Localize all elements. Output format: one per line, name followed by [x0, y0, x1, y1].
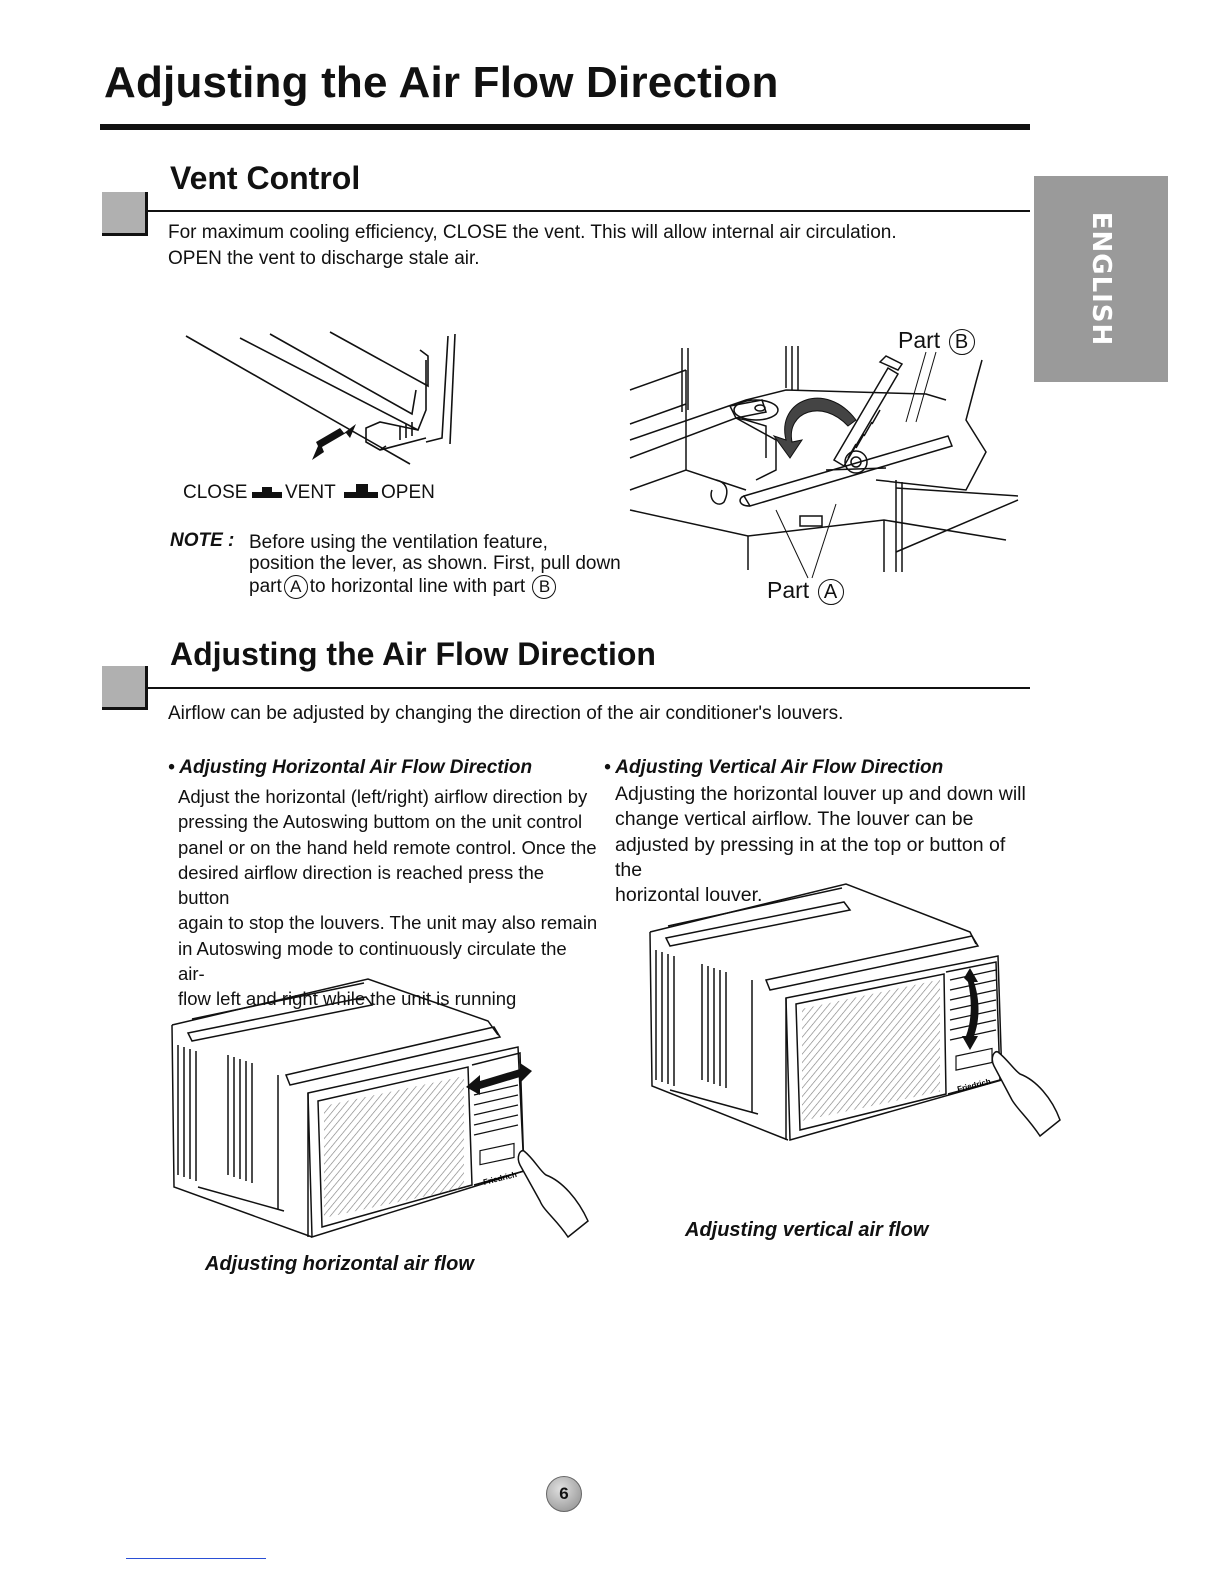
vent-lever-illustration	[180, 330, 470, 480]
section-marker-vent	[102, 192, 148, 236]
ac-unit-horizontal-illustration: Friedrich	[168, 975, 598, 1240]
part-b-circle: B	[948, 328, 975, 355]
vertical-line: horizontal louver.	[615, 884, 763, 907]
note-line3-a: part	[249, 576, 282, 598]
lever-label-vent: VENT	[285, 482, 336, 503]
vent-text-line2: OPEN the vent to discharge stale air.	[168, 248, 480, 269]
caption-vertical: Adjusting vertical air flow	[685, 1219, 929, 1241]
title-rule	[100, 124, 1030, 130]
airflow-intro: Airflow can be adjusted by changing the …	[168, 703, 844, 724]
horizontal-line: Adjust the horizontal (left/right) airfl…	[178, 786, 588, 807]
hand-pointer-icon	[992, 1052, 1060, 1136]
brand-logo-vertical: Friedrich	[956, 1077, 992, 1094]
brand-logo-horizontal: Friedrich	[482, 1170, 518, 1187]
hand-pointer-icon	[518, 1151, 588, 1237]
horizontal-line: again to stop the louvers. The unit may …	[178, 912, 598, 934]
part-a-circle: A	[817, 578, 844, 605]
vent-text-line1: For maximum cooling efficiency, CLOSE th…	[168, 222, 897, 243]
part-b-callout: Part B	[898, 327, 977, 355]
vertical-line: change vertical airflow. The louver can …	[615, 808, 974, 831]
horizontal-line: pressing the Autoswing buttom on the uni…	[178, 811, 583, 833]
lever-label-open: OPEN	[381, 482, 435, 503]
horizontal-line: panel or on the hand held remote control…	[178, 836, 597, 858]
section-heading-vent-control: Vent Control	[170, 160, 361, 196]
part-a-callout: Part A	[767, 577, 846, 605]
caption-horizontal: Adjusting horizontal air flow	[205, 1253, 474, 1275]
vertical-swing-arrow-icon	[962, 968, 979, 1050]
rotate-down-arrow-icon	[774, 398, 856, 458]
note-circle-a: A	[283, 575, 308, 599]
language-tab: ENGLISH	[1034, 176, 1168, 382]
lever-label-close: CLOSE	[183, 482, 248, 503]
vent-mechanism-illustration	[626, 340, 1026, 575]
vertical-description: Adjusting the horizontal louver up and d…	[615, 782, 1035, 908]
note-line1: Before using the ventilation feature,	[249, 532, 548, 553]
ac-unit-vertical-illustration: Friedrich	[646, 880, 1066, 1145]
horizontal-line: in Autoswing mode to continuously circul…	[178, 937, 567, 985]
note-circle-b: B	[532, 575, 557, 599]
horizontal-description: Adjust the horizontal (left/right) airfl…	[178, 784, 598, 1012]
page-title: Adjusting the Air Flow Direction	[104, 58, 779, 107]
horizontal-swing-arrow-icon	[466, 1063, 532, 1095]
horizontal-title: • Adjusting Horizontal Air Flow Directio…	[168, 757, 533, 778]
note-line2: position the lever, as shown. First, pul…	[249, 553, 621, 574]
language-tab-label: ENGLISH	[1086, 211, 1116, 347]
page-number: 6	[546, 1476, 582, 1512]
part-b-label: Part	[898, 327, 941, 353]
section-rule-airflow	[148, 687, 1030, 689]
horizontal-line: desired airflow direction is reached pre…	[178, 861, 545, 909]
section-rule-vent	[148, 210, 1030, 212]
note-line3-b: to horizontal line with part	[309, 576, 526, 598]
lever-direction-arrow	[312, 424, 356, 460]
lever-open-symbol-icon	[344, 484, 378, 498]
lever-close-symbol-icon	[252, 487, 282, 498]
part-a-label: Part	[767, 577, 810, 603]
footer-link-line	[126, 1558, 266, 1559]
vertical-title: • Adjusting Vertical Air Flow Direction	[604, 757, 944, 778]
vertical-line: adjusted by pressing in at the top or bu…	[615, 833, 1006, 881]
vertical-line: Adjusting the horizontal louver up and d…	[615, 783, 1026, 805]
section-heading-air-flow: Adjusting the Air Flow Direction	[170, 636, 656, 672]
note-label: NOTE :	[170, 530, 235, 551]
section-marker-airflow	[102, 666, 148, 710]
